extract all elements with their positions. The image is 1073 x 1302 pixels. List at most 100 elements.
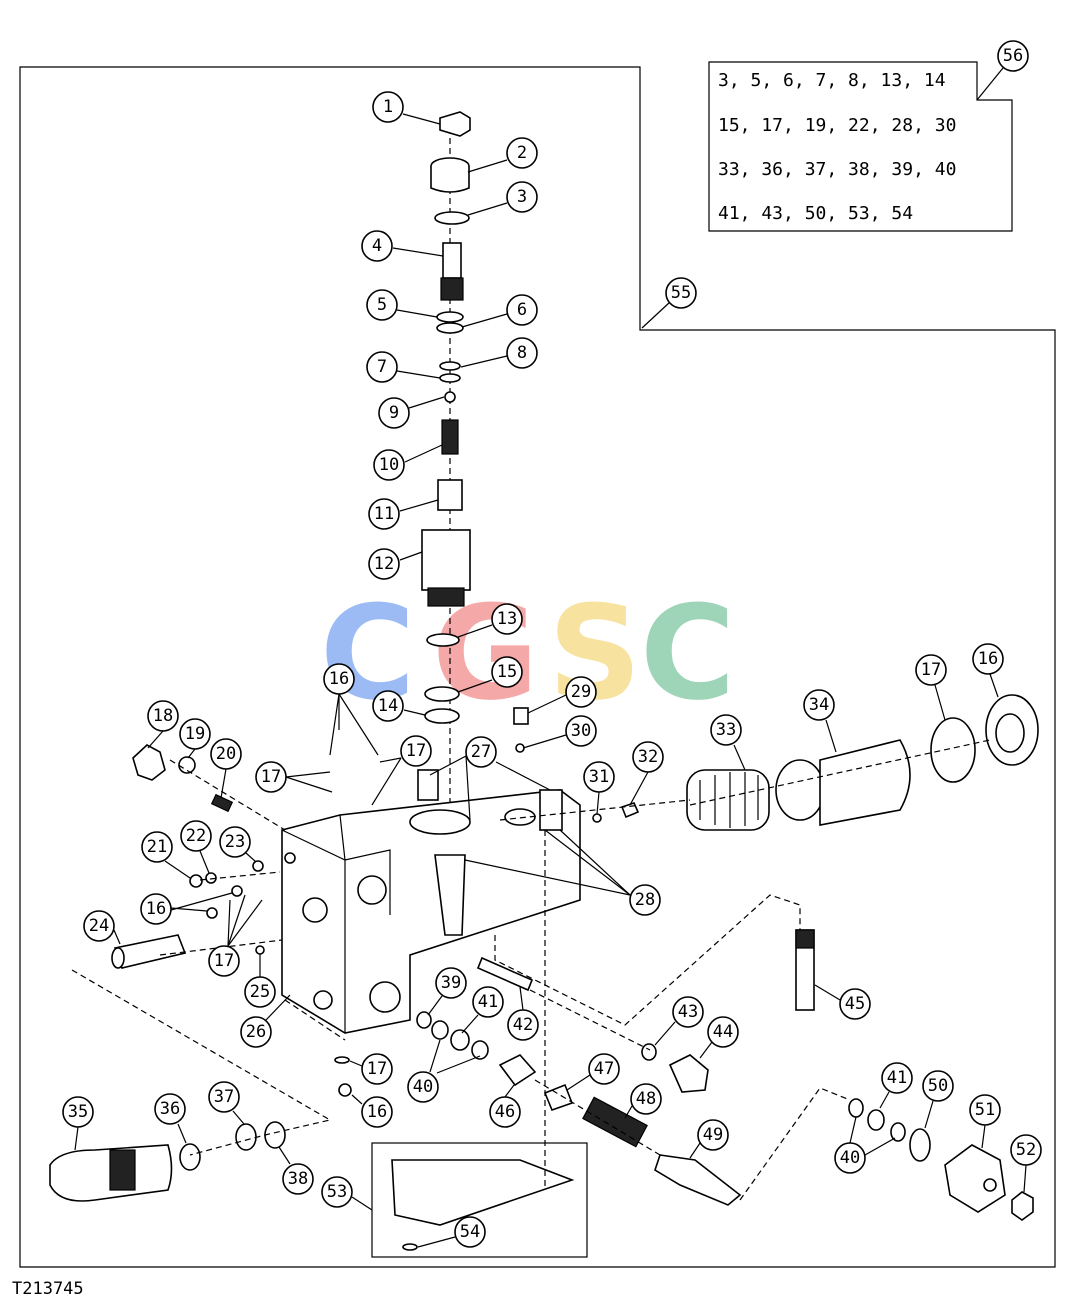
- assembly-callout-leader: [641, 301, 671, 329]
- callout-assembly: 55: [665, 277, 697, 309]
- callout-12: 12: [368, 548, 423, 580]
- part-plug-23: [252, 860, 264, 872]
- callout-25: 25: [244, 954, 276, 1008]
- callout-number: 14: [378, 696, 398, 716]
- callout-circle: [210, 738, 242, 770]
- lower-right-group: [848, 1098, 1034, 1221]
- part-screw-20: [210, 793, 234, 813]
- callout-circle: [707, 1016, 739, 1048]
- callout-leader: [371, 757, 402, 806]
- callout-number: 41: [887, 1068, 907, 1088]
- callout-26: 26: [240, 994, 291, 1048]
- callout-circle: [255, 761, 287, 793]
- callout-number: 52: [1016, 1140, 1036, 1160]
- callout-number: 16: [367, 1102, 387, 1122]
- callout-leader: [399, 499, 439, 512]
- callout-54: 54: [417, 1216, 486, 1248]
- part-seat: [437, 479, 463, 511]
- part-fitting-18: [132, 744, 166, 781]
- callout-leader: [113, 929, 121, 945]
- part-valve-housing-thread: [427, 587, 465, 607]
- callout-number: 17: [261, 767, 281, 787]
- callout-48: 48: [624, 1083, 662, 1119]
- part-nut-52: [1011, 1191, 1034, 1221]
- callout-leader: [467, 159, 508, 173]
- callout-35: 35: [62, 1096, 94, 1151]
- callout-leader: [544, 829, 631, 896]
- callout-leader: [177, 1123, 187, 1144]
- part-plug-16b: [231, 885, 243, 897]
- part-seal-6: [436, 322, 464, 334]
- callout-leader: [351, 1196, 373, 1211]
- callout-leader: [879, 1091, 890, 1109]
- callout-20: 20: [210, 738, 242, 799]
- callout-39: 39: [427, 967, 467, 1016]
- callout-number: 40: [840, 1148, 860, 1168]
- callout-kit: 56: [997, 40, 1029, 72]
- callout-8: 8: [460, 337, 538, 369]
- callout-number: 33: [716, 720, 736, 740]
- part-ring-50: [909, 1128, 931, 1162]
- part-plug-16a: [206, 907, 218, 919]
- callout-28: 28: [464, 829, 661, 916]
- callout-number: 39: [441, 973, 461, 993]
- callout-leader: [278, 1146, 291, 1165]
- part-seal-40d: [890, 1122, 906, 1142]
- part-fitting-47: [543, 1083, 574, 1112]
- part-body-port-3: [313, 990, 333, 1010]
- callout-leader: [232, 1110, 245, 1125]
- callout-leader: [329, 693, 340, 756]
- callout-circle: [368, 498, 400, 530]
- callout-34: 34: [803, 689, 837, 753]
- callout-leader: [1023, 1164, 1027, 1193]
- watermark-letter-c2: C: [640, 577, 735, 729]
- callout-number: 47: [594, 1059, 614, 1079]
- callout-number: 50: [928, 1076, 948, 1096]
- callout-circle: [240, 1016, 272, 1048]
- callout-3: 3: [467, 181, 538, 216]
- callout-40: 40: [407, 1039, 481, 1103]
- part-seal-40b: [471, 1040, 489, 1060]
- callout-45: 45: [814, 984, 871, 1020]
- part-pin-24-end: [111, 947, 125, 969]
- callout-17: 17: [371, 735, 432, 806]
- callout-leader: [461, 1014, 479, 1034]
- part-seal-8: [439, 361, 461, 371]
- callout-2: 2: [467, 137, 538, 173]
- callout-leader: [461, 313, 508, 328]
- callout-leader: [379, 757, 402, 763]
- callout-leader: [559, 829, 631, 896]
- part-cap-51: [944, 1144, 1006, 1213]
- callout-circle: [154, 1093, 186, 1125]
- callout-30: 30: [522, 715, 597, 749]
- part-ring-38: [264, 1121, 286, 1149]
- callout-leader: [825, 719, 837, 753]
- callout-circle: [140, 893, 172, 925]
- callout-number: 32: [638, 747, 658, 767]
- callout-16: 16: [323, 663, 379, 756]
- callout-circle: [62, 1096, 94, 1128]
- callout-15: 15: [457, 656, 523, 693]
- part-ring-36: [179, 1143, 201, 1171]
- callout-number: 37: [214, 1087, 234, 1107]
- callout-number: 17: [367, 1059, 387, 1079]
- callout-circle: [372, 91, 404, 123]
- part-body-post-27b: [539, 789, 563, 831]
- callout-circle: [321, 1176, 353, 1208]
- callout-leader: [527, 694, 567, 714]
- callout-43: 43: [654, 996, 704, 1046]
- callout-number: 55: [671, 283, 691, 303]
- callout-number: 23: [225, 832, 245, 852]
- callout-leader: [404, 444, 443, 463]
- part-body-port-5: [284, 852, 296, 864]
- callout-leader: [427, 995, 443, 1016]
- callout-number: 16: [978, 649, 998, 669]
- part-pin-24: [113, 934, 187, 969]
- callout-number: 17: [406, 741, 426, 761]
- part-ring-15: [424, 686, 460, 702]
- callout-leader: [429, 755, 467, 776]
- part-plug-21: [189, 874, 203, 888]
- callout-leader: [699, 1041, 713, 1059]
- part-body-post-27a: [417, 769, 439, 801]
